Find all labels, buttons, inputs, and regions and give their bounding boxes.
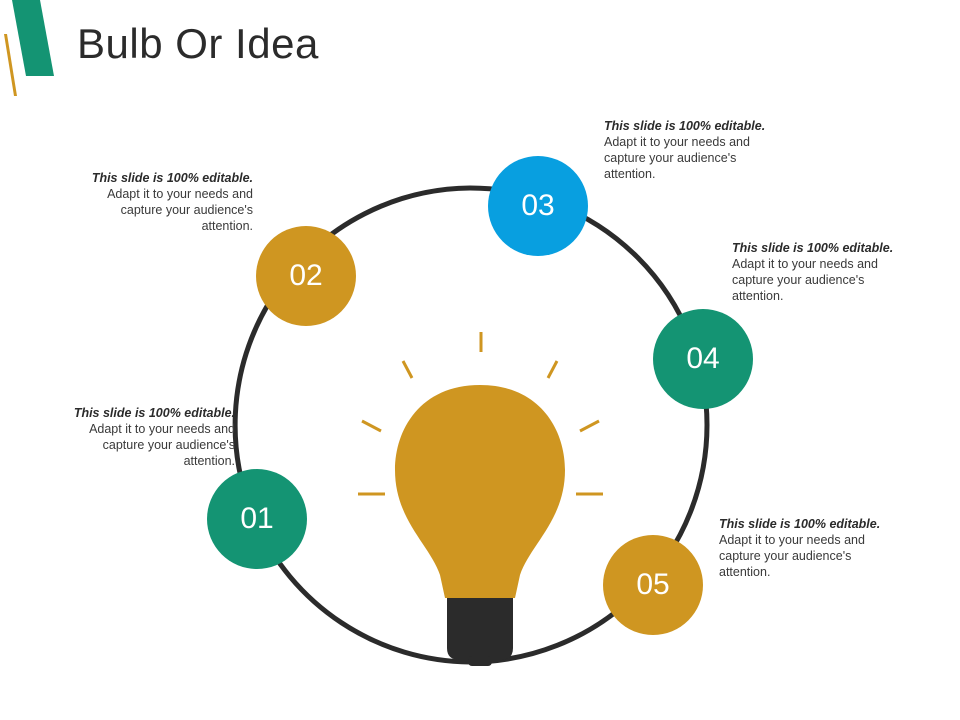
step-heading: This slide is 100% editable. xyxy=(719,517,881,531)
step-circle-01: 01 xyxy=(207,469,307,569)
accent-bar-green xyxy=(12,0,54,76)
step-circle-05: 05 xyxy=(603,535,703,635)
step-body: Adapt it to your needs and capture your … xyxy=(719,533,865,579)
lightbulb-icon xyxy=(358,332,603,666)
step-number: 05 xyxy=(636,568,670,601)
step-heading: This slide is 100% editable. xyxy=(73,406,235,420)
step-number: 03 xyxy=(521,189,555,222)
step-body: Adapt it to your needs and capture your … xyxy=(604,135,750,181)
step-description-01: This slide is 100% editable. Adapt it to… xyxy=(45,405,235,469)
step-number: 02 xyxy=(289,259,323,292)
step-body: Adapt it to your needs and capture your … xyxy=(107,187,253,233)
step-description-05: This slide is 100% editable. Adapt it to… xyxy=(719,516,909,580)
step-circle-02: 02 xyxy=(256,226,356,326)
step-heading: This slide is 100% editable. xyxy=(604,119,766,133)
step-description-04: This slide is 100% editable. Adapt it to… xyxy=(732,240,922,304)
page-title: Bulb Or Idea xyxy=(77,20,319,67)
step-circle-04: 04 xyxy=(653,309,753,409)
step-number: 01 xyxy=(240,502,274,535)
step-body: Adapt it to your needs and capture your … xyxy=(89,422,235,468)
step-circle-03: 03 xyxy=(488,156,588,256)
accent-bar-gold xyxy=(4,34,17,96)
step-heading: This slide is 100% editable. xyxy=(91,171,253,185)
step-body: Adapt it to your needs and capture your … xyxy=(732,257,878,303)
step-number: 04 xyxy=(686,342,720,375)
step-heading: This slide is 100% editable. xyxy=(732,241,894,255)
step-description-03: This slide is 100% editable. Adapt it to… xyxy=(604,118,794,182)
step-description-02: This slide is 100% editable. Adapt it to… xyxy=(63,170,253,234)
